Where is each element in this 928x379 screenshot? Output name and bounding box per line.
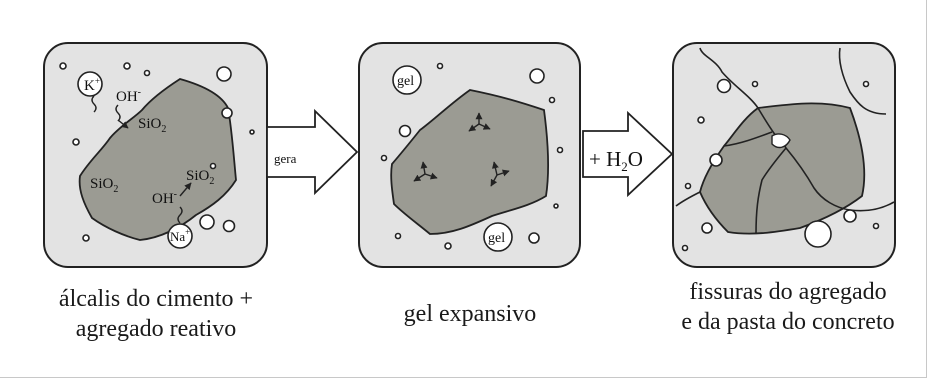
pore	[209, 162, 217, 170]
crack	[723, 131, 773, 147]
gel-label: gel	[397, 74, 414, 89]
pore	[529, 68, 545, 84]
potassium-ion-label: K+	[84, 76, 100, 94]
pore	[380, 154, 388, 162]
pore	[843, 209, 857, 223]
pore	[123, 62, 131, 70]
pore	[701, 222, 713, 234]
pore	[72, 138, 80, 146]
caption-cracks-line1: fissuras do agregado	[689, 279, 887, 305]
expansion-star	[468, 112, 491, 132]
pore	[553, 203, 559, 209]
gel-label: gel	[488, 231, 505, 246]
pore	[709, 153, 723, 167]
crack	[699, 47, 759, 109]
hydroxide-label-bottom: OH-	[152, 189, 177, 207]
pore	[862, 80, 870, 88]
panel-cracked	[672, 42, 896, 268]
pore	[528, 232, 540, 244]
pore	[548, 96, 556, 104]
pore	[751, 80, 759, 88]
pore	[804, 220, 832, 248]
arrow-water-label: + H2O	[589, 147, 643, 174]
pore	[59, 62, 67, 70]
sodium-ion-circle	[167, 223, 193, 249]
pore	[398, 124, 412, 138]
pore	[143, 69, 151, 77]
attack-arrow	[117, 119, 129, 129]
crack	[838, 47, 887, 115]
expansion-star	[413, 161, 438, 182]
crack-lines	[675, 47, 895, 235]
arrow-gera: gera	[266, 108, 359, 196]
crack	[675, 191, 701, 207]
pore	[216, 66, 232, 82]
squiggle	[91, 95, 97, 113]
caption-gel-line1: gel expansivo	[403, 301, 537, 327]
pore	[697, 116, 705, 124]
aggregate-particle	[390, 89, 550, 235]
pore	[199, 214, 215, 230]
pores	[681, 78, 880, 252]
arrow-gera-label: gera	[274, 151, 297, 166]
pore	[872, 222, 880, 230]
arrow-water: + H2O	[582, 110, 674, 198]
pore	[394, 232, 402, 240]
caption-reactants: álcalis do cimento + agregado reativo	[20, 284, 292, 344]
crack	[785, 147, 895, 212]
silica-label: SiO2	[138, 116, 166, 135]
pore	[222, 219, 236, 233]
gel-bubble	[483, 222, 513, 252]
squiggle	[115, 104, 121, 122]
potassium-ion-circle	[77, 71, 103, 97]
silica-label: SiO2	[90, 176, 118, 195]
gel-bubble	[392, 65, 422, 95]
pores	[380, 62, 564, 250]
pore	[556, 146, 564, 154]
caption-cracks: fissuras do agregado e da pasta do concr…	[650, 277, 926, 337]
sodium-ion-label: Na+	[170, 227, 190, 244]
pores	[59, 62, 255, 242]
pore	[249, 129, 255, 135]
expansion-star	[490, 161, 510, 187]
attack-arrow	[179, 182, 192, 197]
pore	[444, 242, 452, 250]
hydroxide-label-top: OH-	[116, 87, 141, 105]
crack	[755, 147, 787, 235]
pore	[716, 78, 732, 94]
caption-gel: gel expansivo	[360, 299, 580, 329]
pore	[221, 107, 233, 119]
arrow-shape	[582, 110, 674, 198]
pore	[684, 182, 692, 190]
squiggle	[177, 206, 183, 224]
panel-reactants: K+ OH- SiO2 SiO2 SiO2 OH-	[43, 42, 268, 268]
pore	[436, 62, 444, 70]
caption-reactants-line1: álcalis do cimento +	[58, 286, 254, 312]
pore	[681, 244, 689, 252]
caption-cracks-line2: e da pasta do concreto	[681, 309, 895, 335]
crack-opening	[771, 133, 791, 149]
caption-reactants-line2: agregado reativo	[75, 316, 237, 342]
panel-gel: gel gel	[358, 42, 581, 268]
pore	[82, 234, 90, 242]
arrow-shape	[266, 108, 359, 196]
silica-label: SiO2	[186, 168, 214, 187]
